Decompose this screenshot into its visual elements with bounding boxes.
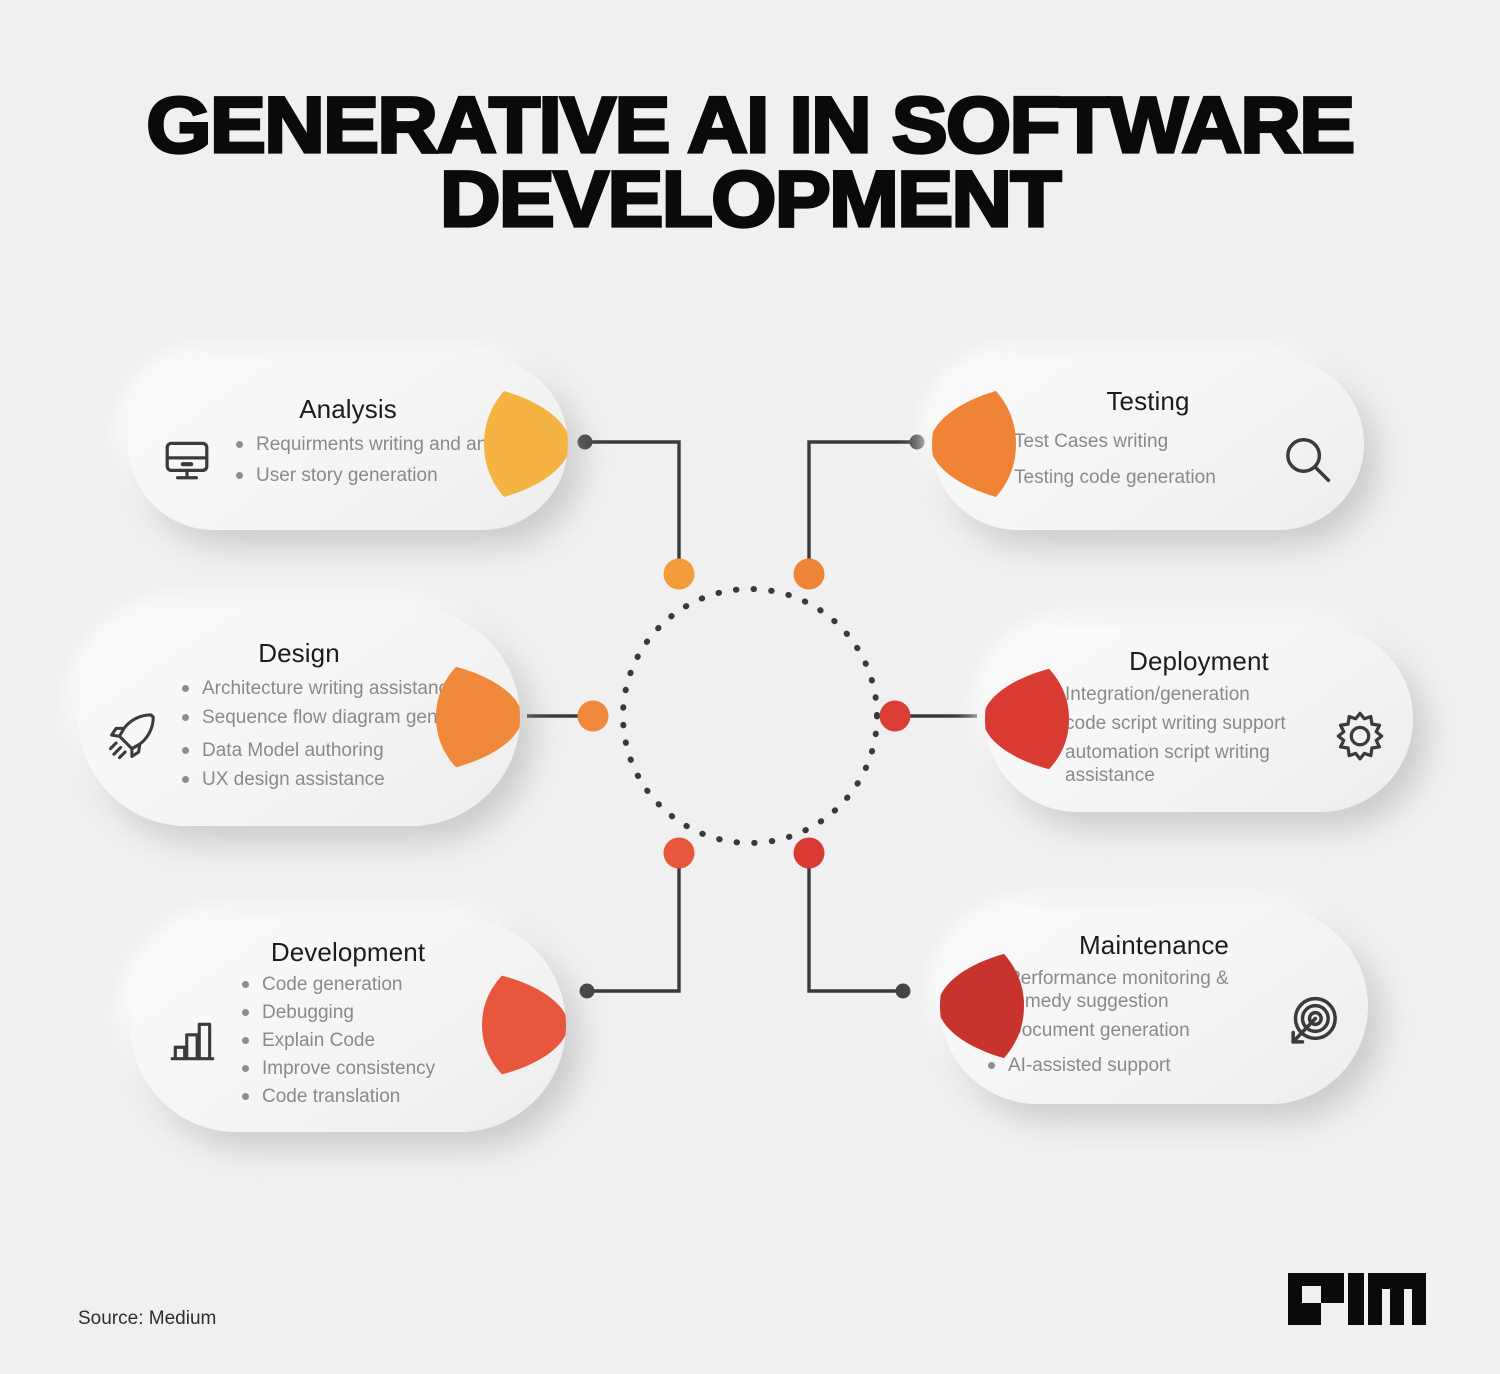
list-item: Performance monitoring & remedy suggesti…: [984, 967, 1268, 1013]
card-design[interactable]: Design Architecture writing assistance S…: [78, 608, 520, 826]
connector-endcap-analysis: [577, 434, 593, 450]
card-testing[interactable]: Testing Test Cases writing Testing code …: [932, 358, 1364, 530]
card-title-development: Development: [270, 937, 426, 967]
bullet-list-design: Architecture writing assistance Sequence…: [178, 671, 496, 797]
list-item: Code translation: [238, 1085, 540, 1108]
bullet-list-deployment: Integration/generation code script writi…: [1041, 677, 1315, 793]
list-item: Document generation: [984, 1019, 1268, 1042]
list-item: Architecture writing assistance: [178, 677, 496, 700]
ring-node-testing[interactable]: [793, 558, 825, 590]
bullet-list-testing: Test Cases writing Testing code generati…: [990, 417, 1262, 502]
card-maintenance[interactable]: Maintenance Performance monitoring & rem…: [940, 908, 1368, 1104]
connector-development: [587, 853, 681, 993]
list-item: Explain Code: [238, 1029, 540, 1052]
target-icon: [1282, 991, 1344, 1053]
ring-node-development[interactable]: [663, 837, 695, 869]
list-item: Requirments writing and analysis: [232, 433, 540, 456]
bullet-list-maintenance: Performance monitoring & remedy suggesti…: [984, 961, 1268, 1083]
gear-icon: [1329, 704, 1391, 766]
bullet-list-analysis: Requirments writing and analysis User st…: [232, 425, 540, 495]
card-title-deployment: Deployment: [1129, 645, 1269, 676]
card-title-maintenance: Maintenance: [1079, 929, 1229, 960]
card-title-design: Design: [258, 637, 340, 668]
list-item: automation script writing assistance: [1041, 741, 1315, 787]
ring-node-analysis[interactable]: [663, 558, 695, 590]
connector-analysis: [585, 440, 681, 574]
list-item: code script writing support: [1041, 712, 1315, 735]
list-item: User story generation: [232, 464, 540, 487]
list-item: Data Model authoring: [178, 739, 496, 762]
list-item: UX design assistance: [178, 768, 496, 791]
connector-testing: [807, 440, 917, 574]
list-item: Code generation: [238, 973, 540, 996]
rocket-icon: [102, 703, 164, 765]
connector-endcap-development: [579, 983, 595, 999]
ring-node-maintenance[interactable]: [793, 837, 825, 869]
dotted-ring: [620, 586, 880, 846]
ring-nodes: [577, 558, 911, 869]
card-development[interactable]: Development Code generation Debugging Ex…: [130, 918, 566, 1132]
list-item: AI-assisted support: [984, 1054, 1268, 1077]
bullet-list-development: Code generation Debugging Explain Code I…: [238, 968, 540, 1113]
connector-endcap-maintenance: [895, 983, 911, 999]
list-item: Improve consistency: [238, 1057, 540, 1080]
list-item: Debugging: [238, 1001, 540, 1024]
aim-logo: [1288, 1273, 1426, 1325]
card-title-testing: Testing: [1106, 386, 1190, 416]
bar-chart-icon: [162, 1010, 224, 1072]
connector-endcap-testing: [909, 434, 925, 450]
source-label: Source: Medium: [78, 1308, 217, 1329]
magnifier-icon: [1276, 429, 1338, 491]
card-title-analysis: Analysis: [299, 393, 397, 424]
connector-maintenance: [807, 853, 903, 993]
ring-node-design[interactable]: [577, 700, 609, 732]
card-analysis[interactable]: Analysis Requirments writing and analysi…: [128, 358, 568, 530]
list-item: Testing code generation: [990, 466, 1262, 489]
card-deployment[interactable]: Deployment Integration/generation code s…: [985, 626, 1413, 812]
monitor-icon: [156, 429, 218, 491]
list-item: Integration/generation: [1041, 683, 1315, 706]
ring-node-deployment[interactable]: [879, 700, 911, 732]
list-item: Sequence flow diagram generation: [178, 706, 496, 729]
list-item: Test Cases writing: [990, 430, 1262, 453]
